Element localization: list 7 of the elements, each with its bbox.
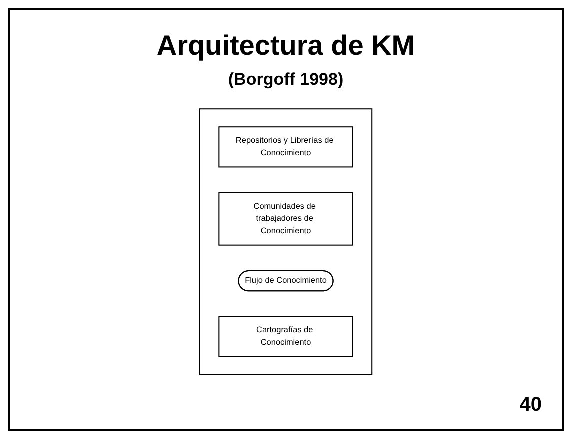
node-box: Repositorios y Librerías de Conocimiento [218, 126, 354, 168]
node-box: Comunidades de trabajadores de Conocimiento [218, 192, 354, 246]
slide-title: Arquitectura de KM [156, 30, 416, 62]
subtitle: (Borgoff 1998) [227, 70, 345, 90]
page-number: 40 [520, 394, 542, 417]
node-box: Cartografías de Conocimiento [218, 316, 354, 358]
cluster [199, 108, 373, 376]
